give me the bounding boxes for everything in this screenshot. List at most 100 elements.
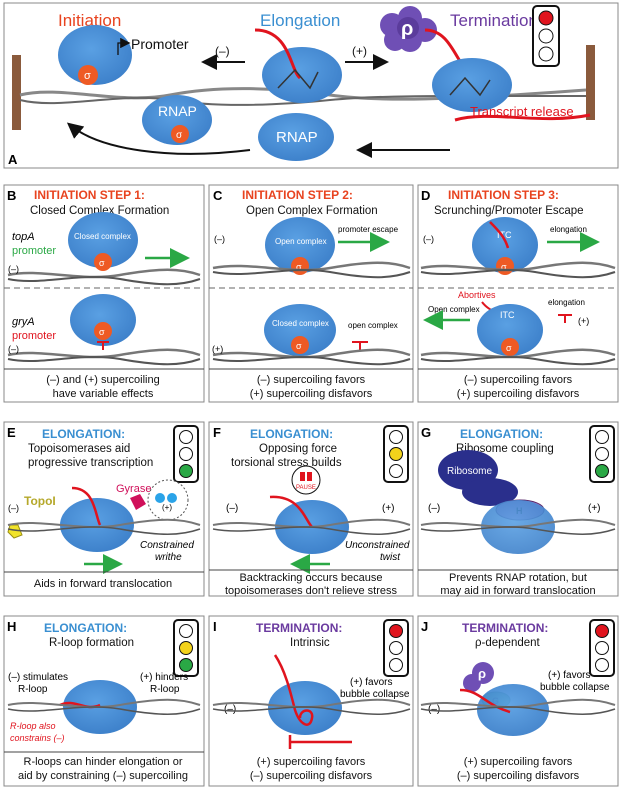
panel-e: E ELONGATION: Topoisomerases aid progres… — [3, 421, 205, 597]
svg-text:σ: σ — [84, 70, 91, 82]
svg-text:open complex: open complex — [348, 321, 398, 330]
rnap-elongation — [262, 47, 342, 103]
svg-text:F: F — [213, 425, 221, 440]
svg-text:(+) favors: (+) favors — [350, 677, 393, 688]
pause-sign: PAUSE — [296, 485, 316, 491]
traffic-light-j — [589, 619, 615, 677]
traffic-light-i — [383, 619, 409, 677]
svg-text:(–): (–) — [8, 503, 19, 513]
svg-text:writhe: writhe — [155, 552, 182, 563]
svg-text:(+) supercoiling favors: (+) supercoiling favors — [464, 756, 573, 768]
svg-text:Topoisomerases aid: Topoisomerases aid — [28, 443, 130, 455]
svg-text:(+): (+) — [578, 316, 589, 326]
panel-j-title: TERMINATION: — [462, 621, 548, 635]
svg-text:Backtracking occurs because: Backtracking occurs because — [239, 572, 382, 584]
svg-text:J: J — [421, 619, 428, 634]
panel-a-letter: A — [8, 152, 18, 167]
svg-text:(–) supercoiling disfavors: (–) supercoiling disfavors — [457, 770, 580, 782]
svg-text:(+) supercoiling disfavors: (+) supercoiling disfavors — [457, 388, 580, 400]
gyrase-enzyme — [130, 494, 146, 510]
svg-text:(+) supercoiling favors: (+) supercoiling favors — [257, 756, 366, 768]
svg-text:σ: σ — [506, 343, 512, 353]
svg-text:(+): (+) — [212, 344, 223, 354]
transcript-release-label: Transcript release — [470, 104, 574, 119]
svg-text:(–) supercoiling favors: (–) supercoiling favors — [464, 374, 573, 386]
svg-text:Aids in forward translocation: Aids in forward translocation — [34, 578, 172, 590]
svg-text:Open complex: Open complex — [428, 305, 480, 314]
panel-e-title: ELONGATION: — [42, 427, 125, 441]
traffic-light-h — [173, 619, 199, 677]
svg-text:ρ: ρ — [478, 666, 486, 681]
rnap-recycled — [258, 113, 334, 161]
traffic-light-a — [532, 5, 560, 67]
panel-h-title: ELONGATION: — [44, 621, 127, 635]
panel-j: J TERMINATION: ρ-dependent ρ G (+) favor… — [417, 615, 619, 787]
termination-label: Termination — [450, 11, 538, 30]
panel-f-title: ELONGATION: — [250, 427, 333, 441]
svg-text:C: C — [213, 188, 223, 203]
panel-d: D INITIATION STEP 3: Scrunching/Promoter… — [417, 184, 619, 403]
svg-text:Closed complex: Closed complex — [272, 319, 329, 328]
svg-text:E: E — [7, 425, 16, 440]
svg-text:Abortives: Abortives — [458, 290, 496, 300]
svg-text:(+): (+) — [352, 44, 367, 58]
rna-transcript — [254, 28, 302, 80]
svg-text:R-loop: R-loop — [18, 684, 48, 695]
svg-text:elongation: elongation — [550, 225, 587, 234]
svg-text:(+): (+) — [382, 503, 395, 514]
svg-text:G: G — [421, 425, 431, 440]
svg-text:σ: σ — [296, 341, 302, 351]
svg-text:topoisomerases don't relieve s: topoisomerases don't relieve stress — [225, 585, 398, 597]
panel-i-title: TERMINATION: — [256, 621, 342, 635]
rnap-initiation — [58, 25, 132, 85]
svg-text:ρ-dependent: ρ-dependent — [475, 637, 541, 649]
svg-text:D: D — [421, 188, 430, 203]
panel-f: F ELONGATION: Opposing force torsional s… — [208, 421, 414, 597]
svg-text:R-loops can hinder elongation: R-loops can hinder elongation or — [24, 756, 183, 768]
panel-b: B INITIATION STEP 1: Closed Complex Form… — [3, 184, 205, 403]
svg-text:aid by constraining (–) superc: aid by constraining (–) supercoiling — [18, 770, 188, 782]
svg-text:(–): (–) — [8, 344, 19, 354]
svg-text:ITC: ITC — [497, 230, 512, 240]
svg-text:Gyrase: Gyrase — [116, 483, 151, 495]
svg-text:torsional stress builds: torsional stress builds — [231, 457, 342, 469]
svg-text:σ: σ — [99, 258, 105, 268]
svg-text:Closed complex: Closed complex — [74, 232, 131, 241]
svg-text:TopoI: TopoI — [24, 494, 56, 508]
dna-anchor-right — [586, 45, 595, 120]
panel-a: A Initiation Elongation Termination σ Pr… — [3, 2, 619, 169]
panel-c-subtitle: Open Complex Formation — [246, 205, 378, 217]
svg-text:B: B — [7, 188, 16, 203]
panel-b-subtitle: Closed Complex Formation — [30, 205, 169, 217]
svg-text:ρ: ρ — [401, 18, 413, 40]
svg-text:(–): (–) — [8, 264, 19, 274]
svg-text:promoter: promoter — [12, 245, 56, 257]
svg-text:(+) favors: (+) favors — [548, 670, 591, 681]
svg-text:R-loop also: R-loop also — [10, 721, 56, 731]
panel-g-title: ELONGATION: — [460, 427, 543, 441]
svg-text:(–): (–) — [428, 704, 440, 715]
svg-text:σ: σ — [501, 262, 507, 272]
svg-text:promoter escape: promoter escape — [338, 225, 399, 234]
svg-text:(–): (–) — [423, 234, 434, 244]
svg-text:topA: topA — [12, 231, 35, 243]
dna-anchor-left — [12, 55, 21, 130]
svg-text:(+) supercoiling disfavors: (+) supercoiling disfavors — [250, 388, 373, 400]
panel-h: H ELONGATION: R-loop formation (–) stimu… — [3, 615, 205, 787]
svg-text:(–): (–) — [224, 704, 236, 715]
svg-text:(–) stimulates: (–) stimulates — [8, 672, 68, 683]
svg-text:σ: σ — [296, 262, 302, 272]
panel-d-title: INITIATION STEP 3: — [448, 188, 559, 202]
svg-text:Intrinsic: Intrinsic — [290, 637, 330, 649]
svg-text:RNAP: RNAP — [158, 103, 197, 119]
svg-text:R-loop: R-loop — [150, 684, 180, 695]
svg-text:twist: twist — [380, 552, 401, 563]
svg-text:Prevents RNAP rotation, but: Prevents RNAP rotation, but — [449, 572, 587, 584]
initiation-label: Initiation — [58, 11, 121, 30]
svg-text:(–): (–) — [226, 503, 238, 514]
svg-text:(+): (+) — [588, 503, 601, 514]
svg-text:σ: σ — [176, 130, 183, 141]
svg-text:progressive transcription: progressive transcription — [28, 457, 153, 469]
traffic-light-e — [173, 425, 199, 483]
